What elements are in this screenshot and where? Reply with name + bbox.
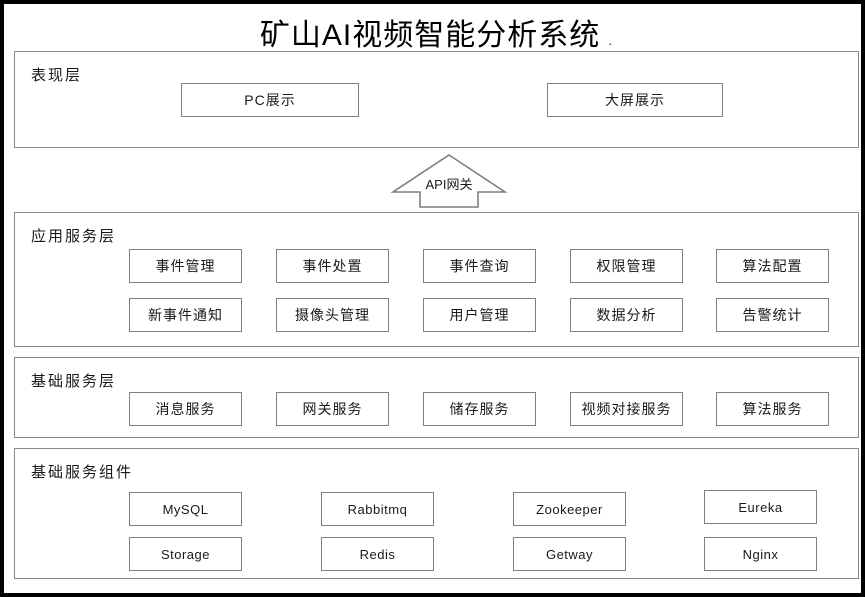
layer-basic-service-label: 基础服务层 [31, 373, 117, 390]
node-alarm-statistics[interactable]: 告警统计 [716, 298, 829, 332]
node-new-event-notification[interactable]: 新事件通知 [129, 298, 242, 332]
node-eureka[interactable]: Eureka [704, 490, 817, 524]
node-video-docking-service[interactable]: 视频对接服务 [570, 392, 683, 426]
node-message-service[interactable]: 消息服务 [129, 392, 242, 426]
node-event-query[interactable]: 事件查询 [423, 249, 536, 283]
node-pc-display[interactable]: PC展示 [181, 83, 359, 117]
api-gateway-arrow-icon [390, 152, 508, 210]
node-bigscreen-display[interactable]: 大屏展示 [547, 83, 723, 117]
node-storage-service[interactable]: 储存服务 [423, 392, 536, 426]
node-event-management[interactable]: 事件管理 [129, 249, 242, 283]
node-event-disposal[interactable]: 事件处置 [276, 249, 389, 283]
layer-presentation-label: 表现层 [31, 67, 83, 84]
node-getway[interactable]: Getway [513, 537, 626, 571]
node-rabbitmq[interactable]: Rabbitmq [321, 492, 434, 526]
node-algorithm-service[interactable]: 算法服务 [716, 392, 829, 426]
layer-presentation: 表现层 [14, 51, 859, 148]
layer-basic-components-label: 基础服务组件 [31, 464, 134, 481]
node-zookeeper[interactable]: Zookeeper [513, 492, 626, 526]
node-data-analysis[interactable]: 数据分析 [570, 298, 683, 332]
layer-application-service-label: 应用服务层 [31, 228, 117, 245]
node-nginx[interactable]: Nginx [704, 537, 817, 571]
title-trailing-mark: . [608, 32, 614, 48]
node-storage[interactable]: Storage [129, 537, 242, 571]
node-gateway-service[interactable]: 网关服务 [276, 392, 389, 426]
api-gateway-label: API网关 [425, 177, 473, 192]
page-title-text: 矿山AI视频智能分析系统 [259, 19, 601, 52]
node-redis[interactable]: Redis [321, 537, 434, 571]
node-camera-management[interactable]: 摄像头管理 [276, 298, 389, 332]
node-user-management[interactable]: 用户管理 [423, 298, 536, 332]
node-mysql[interactable]: MySQL [129, 492, 242, 526]
node-algorithm-config[interactable]: 算法配置 [716, 249, 829, 283]
node-permission-management[interactable]: 权限管理 [570, 249, 683, 283]
page-title: 矿山AI视频智能分析系统. [4, 10, 861, 54]
